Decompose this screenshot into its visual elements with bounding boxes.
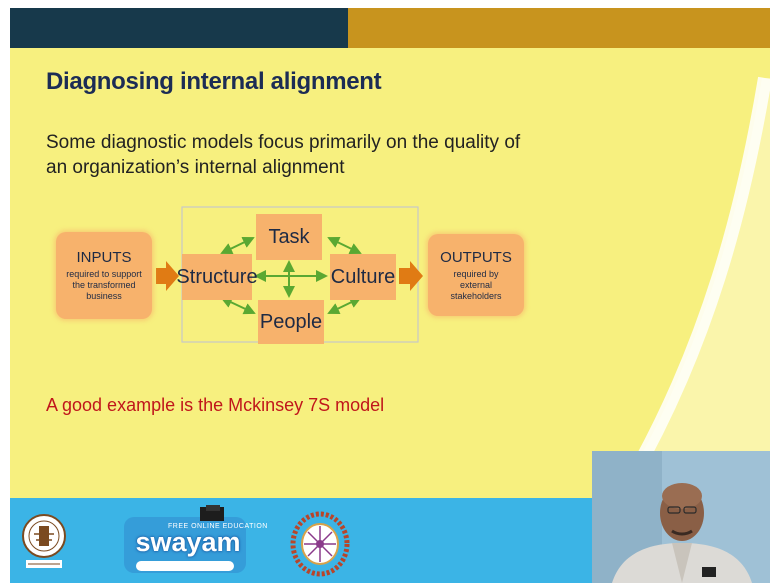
presenter-video-feed (592, 451, 770, 583)
people-node: People (258, 300, 324, 344)
decorative-curve (613, 76, 770, 498)
header-band-dark (10, 8, 348, 48)
slide-title: Diagnosing internal alignment (46, 68, 382, 95)
structure-node: Structure (176, 254, 258, 300)
nptel-logo-icon (290, 511, 350, 577)
culture-label: Culture (330, 265, 396, 288)
swayam-logo-icon (124, 505, 246, 573)
task-node: Task (256, 214, 322, 260)
task-label: Task (268, 225, 310, 248)
presenter-silhouette (592, 451, 770, 583)
structure-label: Structure (176, 265, 258, 288)
header-band-gold (348, 8, 770, 48)
culture-node: Culture (330, 254, 396, 300)
outputs-title: OUTPUTS (440, 248, 512, 266)
inputs-description: required to support the transformed busi… (66, 269, 142, 301)
swayam-wordmark: swayam (135, 527, 241, 557)
outputs-box: OUTPUTS required by external stakeholder… (428, 234, 524, 316)
slide-subtitle: Some diagnostic models focus primarily o… (46, 132, 521, 178)
outputs-description: required by external stakeholders (450, 268, 502, 301)
inputs-box: INPUTS required to support the transform… (56, 232, 152, 319)
swayam-tagline: FREE ONLINE EDUCATION (168, 523, 268, 530)
people-label: People (259, 310, 323, 333)
iit-kharagpur-logo-icon (22, 514, 66, 568)
inputs-title: INPUTS (76, 249, 132, 266)
example-text: A good example is the Mckinsey 7S model (46, 395, 385, 415)
